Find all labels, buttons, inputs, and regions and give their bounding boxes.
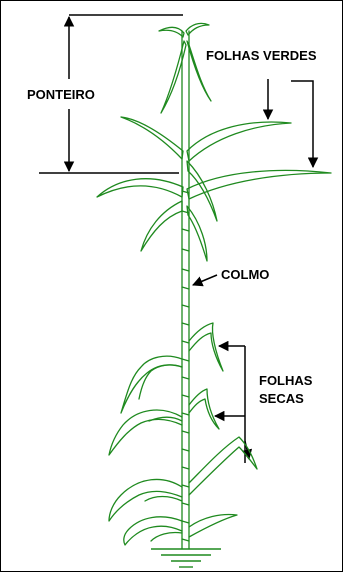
label-folhas-secas-2: SECAS [259,391,304,406]
label-folhas-secas-1: FOLHAS [259,373,313,388]
ground-symbol [151,549,221,567]
label-folhas-verdes: FOLHAS VERDES [206,48,317,63]
sugarcane-plant [97,23,331,549]
colmo-arrow [193,275,217,285]
label-ponteiro: PONTEIRO [27,87,95,102]
top-leaves [159,23,211,113]
stalk [182,31,189,549]
label-colmo: COLMO [221,267,269,282]
dry-leaves [109,323,257,545]
green-leaves [97,117,331,261]
